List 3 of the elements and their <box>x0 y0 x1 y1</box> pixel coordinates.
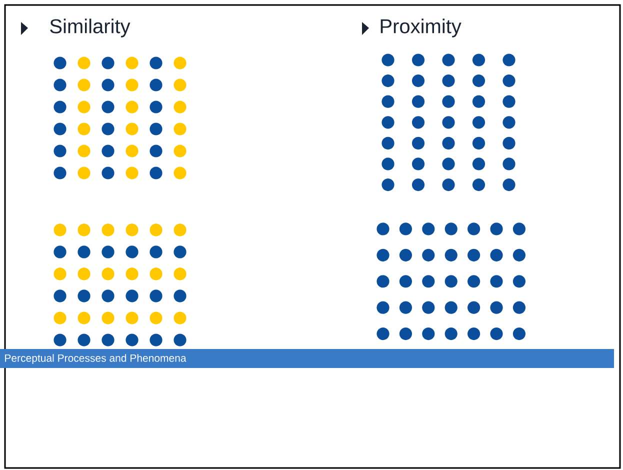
heading: Proximity <box>380 18 462 38</box>
footer-text: Perceptual Processes and Phenomena <box>5 354 186 364</box>
heading: Similarity <box>50 18 130 38</box>
